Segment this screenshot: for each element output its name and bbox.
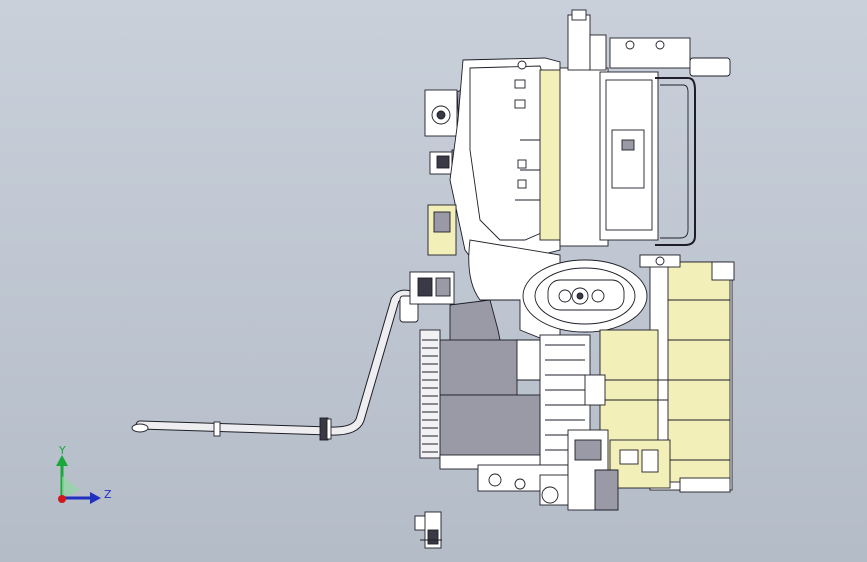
bottom-brackets[interactable] <box>477 374 619 511</box>
drain-hose[interactable] <box>131 289 419 441</box>
heater-core-box[interactable] <box>590 254 735 493</box>
hvac-assembly-model[interactable] <box>131 9 735 549</box>
triad-origin <box>58 495 66 503</box>
detached-connector[interactable] <box>414 511 442 549</box>
z-axis-label: Z <box>104 488 112 501</box>
y-axis-arrowhead <box>56 455 68 466</box>
blower-scroll[interactable] <box>468 239 648 341</box>
triad-plane <box>62 476 80 498</box>
orientation-triad: Y Z <box>56 444 112 504</box>
z-axis-arrowhead <box>90 492 101 504</box>
filter-frame[interactable] <box>559 9 731 247</box>
mode-actuator[interactable] <box>409 204 457 305</box>
y-axis-label: Y <box>58 444 66 457</box>
lower-filter-housing[interactable] <box>419 299 541 470</box>
